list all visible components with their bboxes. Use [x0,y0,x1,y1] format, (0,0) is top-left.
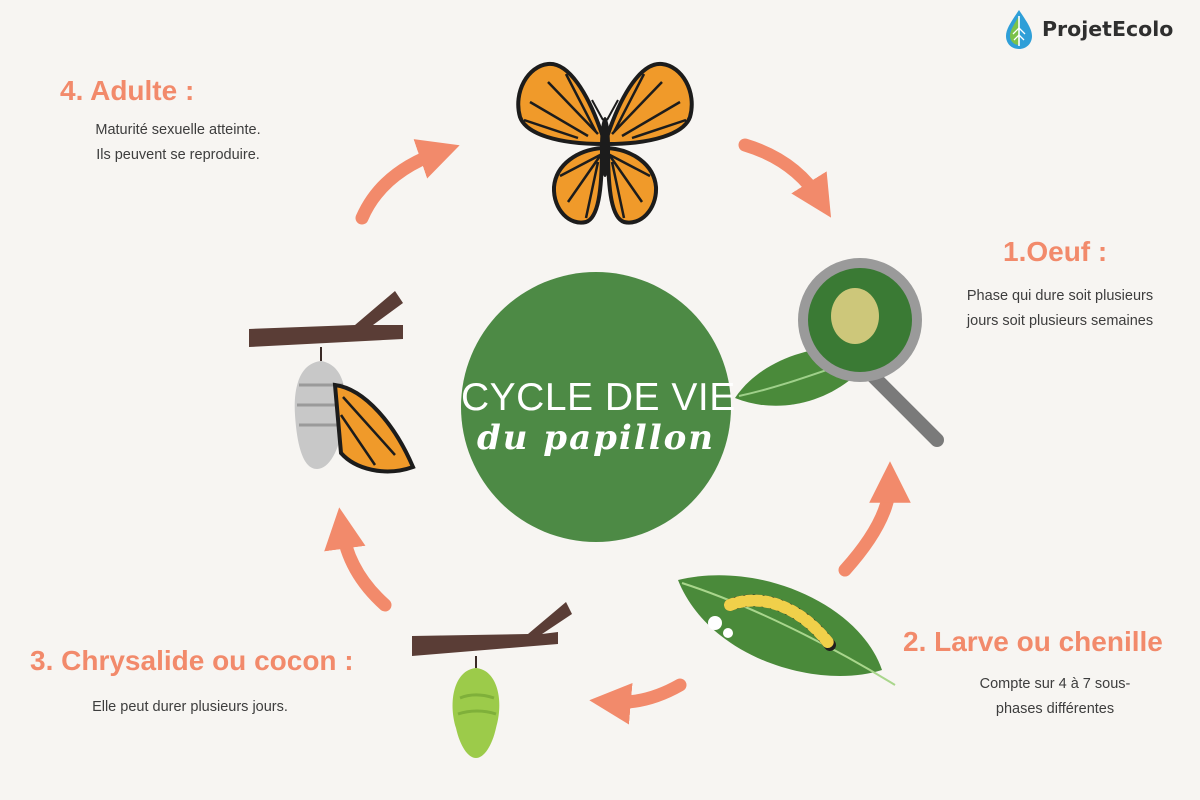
center-subtitle: du papillon [476,418,716,458]
stage-egg-description: Phase qui dure soit plusieurs jours soit… [945,284,1175,334]
stage-larva-description-line: phases différentes [995,701,1115,717]
stage-adult-title: 4. Adulte : [60,75,195,106]
stage-larva-description: Compte sur 4 à 7 sous- phases différente… [950,672,1160,722]
stage-larva-description-line: Compte sur 4 à 7 sous- [979,676,1131,692]
stage-larva-title: 2. Larve ou chenille [903,626,1163,657]
arrow-larva-to-chrysalis [589,678,687,725]
stage-chrysalis-description-line: Elle peut durer plusieurs jours. [92,699,288,715]
stage-egg-description-line: Phase qui dure soit plusieurs [966,288,1154,304]
stage-adult-description: Maturité sexuelle atteinte. Ils peuvent … [68,118,288,168]
chrysalis-icon [412,602,572,758]
water-drop-leaf-icon [1006,10,1032,49]
center-title-circle: CYCLE DE VIE du papillon [461,272,736,542]
logo-brand-text: ProjetEcolo [1042,17,1174,41]
arrow-egg-to-larva [838,461,911,577]
stage-adult-description-line: Maturité sexuelle atteinte. [95,122,261,138]
stage-egg-description-line: jours soit plusieurs semaines [966,313,1154,329]
magnifier-egg-leaf-icon [735,258,944,447]
emerging-butterfly-icon [249,291,416,474]
stage-egg-title: 1.Oeuf : [1003,236,1108,267]
projetecolo-logo[interactable]: ProjetEcolo [1002,8,1186,50]
stage-chrysalis-title: 3. Chrysalide ou cocon : [30,645,354,676]
arrow-butterfly-to-adult [355,139,460,225]
center-title: CYCLE DE VIE [461,376,736,419]
stage-chrysalis-description: Elle peut durer plusieurs jours. [60,695,320,720]
butterfly-icon [516,61,694,225]
arrow-chrysalis-to-butterfly [324,507,392,612]
stage-adult-description-line: Ils peuvent se reproduire. [96,147,260,163]
caterpillar-leaf-icon [678,575,896,686]
arrow-adult-to-egg [738,138,832,218]
